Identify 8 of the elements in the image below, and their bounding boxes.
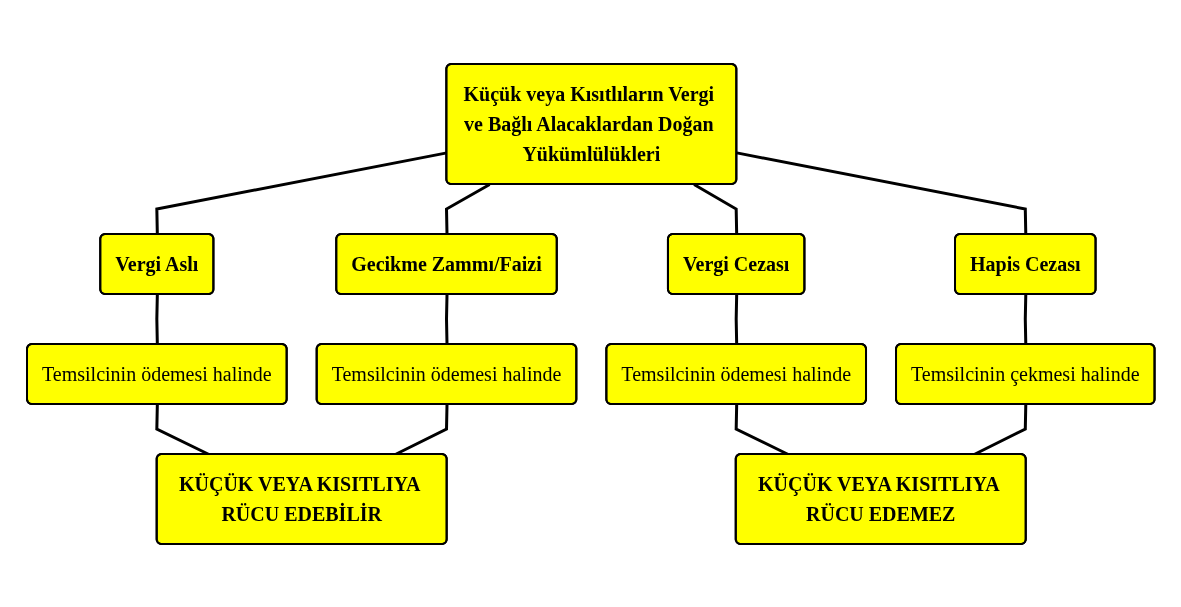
connector (155, 150, 447, 235)
connector (444, 293, 449, 345)
connector (1023, 293, 1027, 345)
connector (155, 293, 159, 345)
connector (693, 182, 738, 235)
connector (444, 182, 491, 235)
connector (734, 293, 738, 345)
connector (736, 150, 1027, 235)
